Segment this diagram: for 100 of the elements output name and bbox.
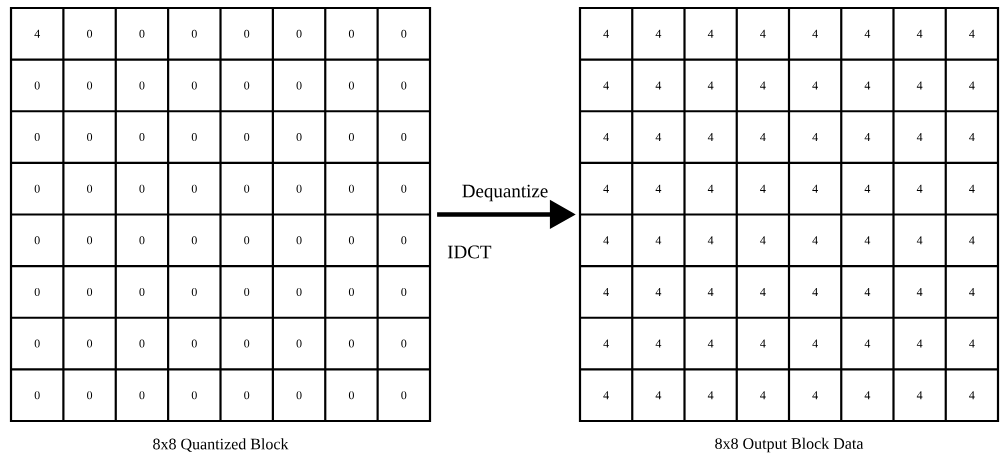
grid-table bbox=[578, 6, 1000, 423]
cell-value: 0 bbox=[139, 339, 145, 348]
cell-value: 4 bbox=[707, 81, 714, 90]
cell-value: 0 bbox=[139, 391, 145, 400]
cell-value: 0 bbox=[191, 339, 197, 348]
cell-value: 0 bbox=[87, 133, 93, 142]
cell-value: 4 bbox=[603, 184, 609, 193]
cell-value: 4 bbox=[916, 391, 923, 400]
cell-value: 0 bbox=[87, 236, 93, 245]
cell-value: 4 bbox=[969, 29, 975, 38]
cell-value: 0 bbox=[191, 287, 197, 296]
cell-value: 4 bbox=[864, 391, 871, 400]
cell-value: 0 bbox=[139, 184, 145, 193]
cell-value: 0 bbox=[401, 29, 407, 38]
cell-value: 4 bbox=[707, 236, 714, 245]
cell-value: 4 bbox=[603, 81, 609, 90]
cell-value: 4 bbox=[655, 133, 662, 141]
cell-value: 4 bbox=[916, 288, 923, 296]
cell-value: 4 bbox=[655, 339, 662, 348]
cell-value: 4 bbox=[812, 391, 818, 400]
cell-value: 4 bbox=[707, 391, 714, 400]
cell-value: 0 bbox=[348, 391, 354, 400]
cell-value: 0 bbox=[87, 184, 93, 193]
cell-value: 4 bbox=[760, 81, 766, 90]
cell-value: 0 bbox=[348, 184, 354, 193]
cell-value: 0 bbox=[401, 184, 407, 193]
node-label: 8x8 Quantized Block bbox=[153, 438, 289, 452]
cell-value: 4 bbox=[916, 184, 923, 193]
cell-value: 0 bbox=[348, 133, 354, 142]
cell-value: 4 bbox=[969, 236, 975, 245]
cell-value: 4 bbox=[812, 236, 818, 245]
cell-value: 4 bbox=[655, 236, 662, 245]
cell-value: 4 bbox=[969, 184, 975, 193]
cell-value: 4 bbox=[812, 81, 818, 90]
cell-value: 0 bbox=[244, 287, 250, 296]
cell-value: 4 bbox=[760, 391, 766, 400]
cell-value: 0 bbox=[139, 29, 145, 38]
cell-value: 4 bbox=[969, 339, 975, 348]
cell-value: 4 bbox=[603, 339, 609, 348]
cell-value: 0 bbox=[191, 133, 197, 142]
cell-value: 0 bbox=[244, 339, 250, 348]
cell-value: 4 bbox=[707, 29, 714, 38]
cell-value: 0 bbox=[348, 287, 354, 296]
cell-value: 0 bbox=[348, 236, 354, 245]
node-label: 8x8 Output Block Data bbox=[715, 437, 864, 453]
cell-value: 4 bbox=[34, 29, 40, 38]
cell-value: 0 bbox=[87, 339, 93, 348]
cell-value: 4 bbox=[760, 184, 766, 193]
cell-value: 0 bbox=[139, 133, 145, 142]
cell-value: 4 bbox=[760, 339, 766, 348]
cell-value: 0 bbox=[244, 184, 250, 193]
cell-value: 4 bbox=[916, 339, 923, 348]
cell-value: 4 bbox=[707, 184, 714, 193]
cell-value: 0 bbox=[34, 339, 40, 348]
arrow-label: IDCT bbox=[447, 245, 492, 259]
cell-value: 4 bbox=[864, 81, 871, 90]
cell-value: 0 bbox=[139, 236, 145, 245]
cell-value: 0 bbox=[296, 391, 302, 400]
cell-value: 0 bbox=[296, 184, 302, 193]
cell-value: 4 bbox=[864, 236, 871, 245]
cell-value: 0 bbox=[244, 236, 250, 245]
cell-value: 4 bbox=[812, 339, 818, 348]
cell-value: 4 bbox=[655, 288, 662, 296]
cell-value: 0 bbox=[401, 81, 407, 90]
cell-value: 0 bbox=[401, 339, 407, 348]
cell-value: 4 bbox=[812, 184, 818, 193]
cell-value: 0 bbox=[296, 236, 302, 245]
cell-value: 4 bbox=[655, 81, 662, 90]
cell-value: 0 bbox=[87, 391, 93, 400]
cell-value: 4 bbox=[760, 288, 766, 296]
cell-value: 0 bbox=[348, 81, 354, 90]
cell-value: 0 bbox=[401, 236, 407, 245]
cell-value: 4 bbox=[603, 236, 609, 245]
cell-value: 4 bbox=[812, 288, 818, 296]
edge-label: Dequantize bbox=[462, 184, 548, 202]
cell-value: 4 bbox=[916, 133, 923, 141]
cell-value: 0 bbox=[244, 81, 250, 90]
cell-value: 0 bbox=[34, 133, 40, 142]
cell-value: 4 bbox=[655, 29, 662, 38]
cell-value: 4 bbox=[969, 81, 975, 90]
cell-value: 0 bbox=[191, 184, 197, 193]
cell-value: 4 bbox=[707, 288, 714, 296]
cell-value: 0 bbox=[348, 339, 354, 348]
cell-value: 4 bbox=[916, 236, 923, 245]
cell-value: 4 bbox=[916, 81, 923, 90]
cell-value: 0 bbox=[191, 81, 197, 90]
cell-value: 4 bbox=[603, 29, 609, 38]
cell-value: 0 bbox=[87, 287, 93, 296]
cell-value: 0 bbox=[34, 287, 40, 296]
cell-value: 0 bbox=[34, 81, 40, 90]
cell-value: 4 bbox=[969, 288, 975, 296]
cell-value: 0 bbox=[244, 391, 250, 400]
cell-value: 0 bbox=[34, 184, 40, 193]
cell-value: 4 bbox=[864, 133, 871, 141]
cell-value: 4 bbox=[864, 288, 871, 296]
cell-value: 0 bbox=[34, 236, 40, 245]
cell-value: 0 bbox=[244, 133, 250, 142]
cell-value: 0 bbox=[296, 133, 302, 142]
cell-value: 0 bbox=[296, 287, 302, 296]
cell-value: 0 bbox=[191, 29, 197, 38]
